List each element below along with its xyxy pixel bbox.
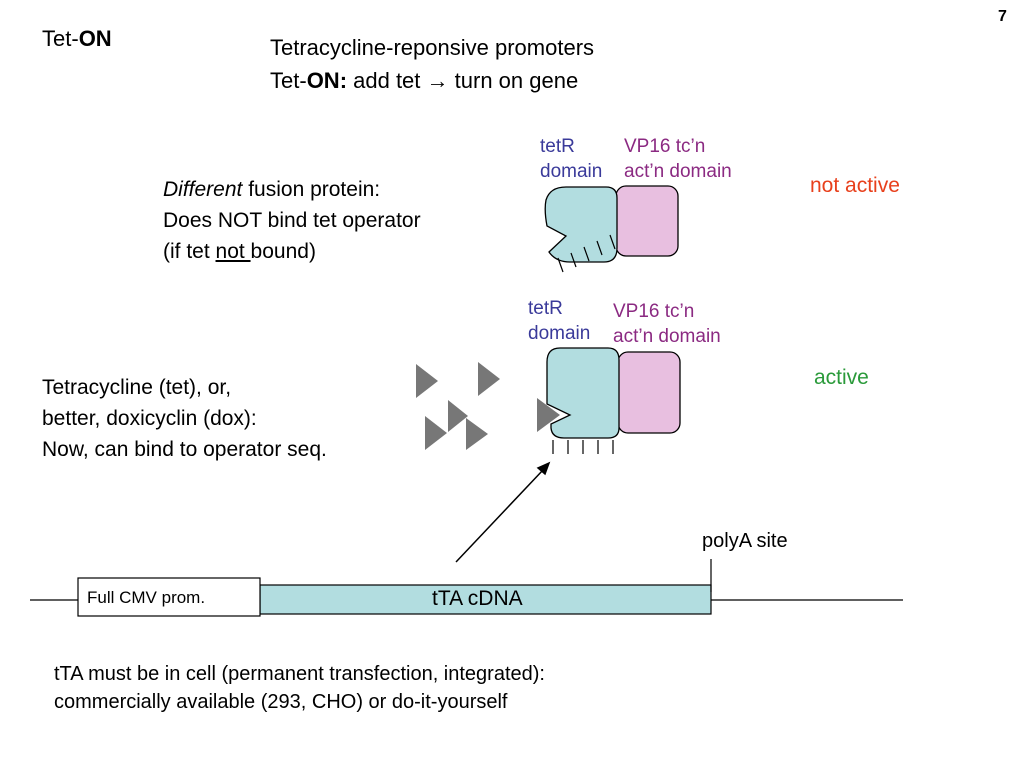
footer-note: tTA must be in cell (permanent transfect… xyxy=(54,660,545,716)
expression-arrow xyxy=(455,461,551,563)
tet-molecule-icon xyxy=(425,416,447,450)
heading-line2-bold: ON: xyxy=(306,68,348,93)
tet-molecule-icon xyxy=(478,362,500,396)
inactive-tetR-domain xyxy=(544,186,618,263)
cmv-promoter-label: Full CMV prom. xyxy=(87,588,206,607)
slide-heading: Tetracycline-reponsive promoters Tet-ON:… xyxy=(270,31,594,97)
page-number: 7 xyxy=(998,8,1007,25)
tta-cdna-label: tTA cDNA xyxy=(432,587,523,610)
tta-cdna-box xyxy=(259,584,712,615)
tet-molecule-icon xyxy=(466,418,488,450)
active-desc-line1: Tetracycline (tet), or, xyxy=(42,376,232,399)
cmv-promoter-box xyxy=(77,577,261,617)
title-bold: ON xyxy=(78,26,112,51)
heading-line2-rest: add tet xyxy=(347,68,427,93)
inactive-desc-line3-pre: (if tet xyxy=(163,240,216,263)
inactive-vp16-domain xyxy=(615,185,679,257)
tet-molecule-icon xyxy=(448,400,468,432)
arrow-right-icon: → xyxy=(426,68,449,93)
active-vp16-label-line1: VP16 tc’n xyxy=(613,301,695,322)
polya-site-label: polyA site xyxy=(702,530,788,552)
tet-molecule-bound-icon xyxy=(537,398,560,432)
heading-line2-prefix: Tet- xyxy=(270,68,307,93)
inactive-description: Different fusion protein: Does NOT bind … xyxy=(163,174,421,267)
inactive-vp16-label: VP16 tc’n act’n domain xyxy=(624,134,732,184)
active-tetR-label-line1: tetR xyxy=(528,298,563,319)
inactive-binding-ticks xyxy=(557,234,616,273)
inactive-desc-italic: Different xyxy=(163,178,243,201)
inactive-desc-underlined: not xyxy=(215,240,251,263)
inactive-desc-line2: Does NOT bind tet operator xyxy=(163,209,421,232)
tet-molecule-icon xyxy=(416,364,438,398)
active-desc-line3: Now, can bind to operator seq. xyxy=(42,438,327,461)
active-vp16-label: VP16 tc’n act’n domain xyxy=(613,299,721,349)
inactive-desc-line3: (if tet not bound) xyxy=(163,236,421,267)
tet-molecules xyxy=(416,362,560,450)
active-fusion-protein xyxy=(546,347,681,454)
inactive-tetR-label-line2: domain xyxy=(540,161,603,182)
dna-construct xyxy=(30,559,903,617)
active-binding-ticks xyxy=(552,440,614,454)
heading-line2: Tet-ON: add tet → turn on gene xyxy=(270,64,594,97)
inactive-vp16-label-line1: VP16 tc’n xyxy=(624,136,706,157)
inactive-tetR-label: tetR domain xyxy=(540,134,602,184)
status-active: active xyxy=(814,366,869,389)
active-tetR-domain xyxy=(546,347,620,439)
active-tetR-label: tetR domain xyxy=(528,296,590,346)
inactive-vp16-label-line2: act’n domain xyxy=(624,161,732,182)
active-description: Tetracycline (tet), or, better, doxicycl… xyxy=(42,372,327,465)
inactive-fusion-protein xyxy=(544,185,679,273)
title-prefix: Tet- xyxy=(42,26,79,51)
footer-line2: commercially available (293, CHO) or do-… xyxy=(54,691,508,713)
inactive-desc-line1-rest: fusion protein: xyxy=(242,178,381,201)
active-tetR-label-line2: domain xyxy=(528,323,591,344)
inactive-tetR-label-line1: tetR xyxy=(540,136,575,157)
active-desc-line2: better, doxicyclin (dox): xyxy=(42,407,257,430)
slide-title: Tet-ON xyxy=(42,26,112,52)
inactive-desc-line1: Different fusion protein: xyxy=(163,174,421,205)
inactive-desc-line3-post: bound) xyxy=(250,240,316,263)
footer-line1: tTA must be in cell (permanent transfect… xyxy=(54,663,545,685)
heading-line1: Tetracycline-reponsive promoters xyxy=(270,35,595,60)
status-not-active: not active xyxy=(810,174,900,197)
active-vp16-domain xyxy=(617,351,681,434)
active-vp16-label-line2: act’n domain xyxy=(613,326,721,347)
heading-line2-end: turn on gene xyxy=(448,68,579,93)
